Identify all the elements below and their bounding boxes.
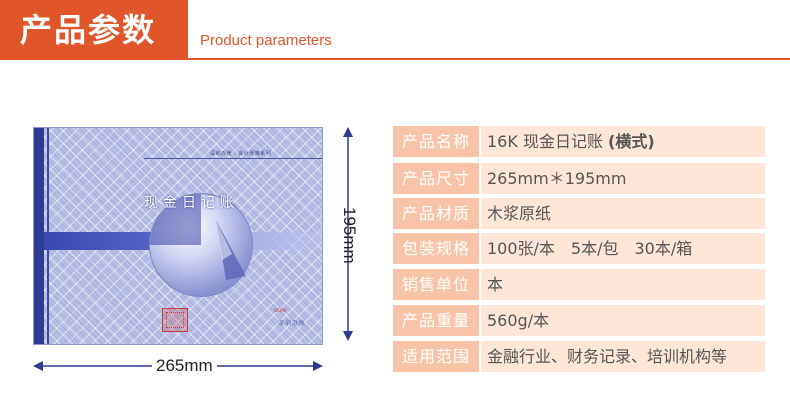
seal-icon bbox=[162, 308, 188, 332]
spec-value: 木浆原纸 bbox=[481, 198, 765, 229]
header-divider bbox=[188, 58, 790, 60]
spec-key: 适用范围 bbox=[393, 341, 479, 372]
spec-value: 金融行业、财务记录、培训机构等 bbox=[481, 341, 765, 372]
cover-sphere-cap bbox=[150, 194, 201, 245]
cover-spike-graphic bbox=[216, 220, 246, 280]
cover-sphere-graphic bbox=[149, 193, 253, 297]
spec-value-text: 16K 现金日记账 bbox=[487, 132, 603, 151]
cover-series-line bbox=[144, 158, 322, 159]
book-spine bbox=[34, 128, 44, 344]
brand-name: 深圳办账 bbox=[278, 320, 307, 327]
spec-key: 产品名称 bbox=[393, 126, 479, 157]
spec-key: 销售单位 bbox=[393, 269, 479, 300]
spec-value: 16K 现金日记账 (横式) bbox=[481, 126, 765, 157]
width-label: 265mm bbox=[152, 356, 217, 376]
page-title: 产品参数 bbox=[20, 11, 157, 49]
spec-key: 产品尺寸 bbox=[393, 163, 479, 194]
spec-key: 包装规格 bbox=[393, 233, 479, 264]
cover-series-label: 深圳办账 · 会计账簿系列 bbox=[210, 151, 272, 157]
brand-logo: WORK bbox=[274, 308, 287, 313]
spec-row-unit: 销售单位 本 bbox=[393, 269, 765, 300]
product-image: 深圳办账 · 会计账簿系列 现金日记账 WORK 深圳办账 bbox=[33, 127, 323, 345]
spec-row-name: 产品名称 16K 现金日记账 (横式) bbox=[393, 126, 765, 157]
spec-row-material: 产品材质 木浆原纸 bbox=[393, 198, 765, 229]
spec-value: 560g/本 bbox=[481, 305, 765, 336]
spec-key: 产品材质 bbox=[393, 198, 479, 229]
spec-row-scope: 适用范围 金融行业、财务记录、培训机构等 bbox=[393, 341, 765, 372]
spec-value: 本 bbox=[481, 269, 765, 300]
cover-title: 现金日记账 bbox=[144, 195, 239, 211]
spec-key: 产品重量 bbox=[393, 305, 479, 336]
spec-value-bold: (横式) bbox=[608, 132, 655, 151]
spec-value: 265mm＊195mm bbox=[481, 163, 765, 194]
page-subtitle: Product parameters bbox=[200, 32, 332, 49]
spec-row-packaging: 包装规格 100张/本 5本/包 30本/箱 bbox=[393, 233, 765, 264]
header-band bbox=[0, 0, 188, 60]
spec-value: 100张/本 5本/包 30本/箱 bbox=[481, 233, 765, 264]
spec-row-size: 产品尺寸 265mm＊195mm bbox=[393, 163, 765, 194]
height-arrow-icon bbox=[343, 127, 353, 341]
height-label: 195mm bbox=[340, 207, 359, 264]
spec-row-weight: 产品重量 560g/本 bbox=[393, 305, 765, 336]
